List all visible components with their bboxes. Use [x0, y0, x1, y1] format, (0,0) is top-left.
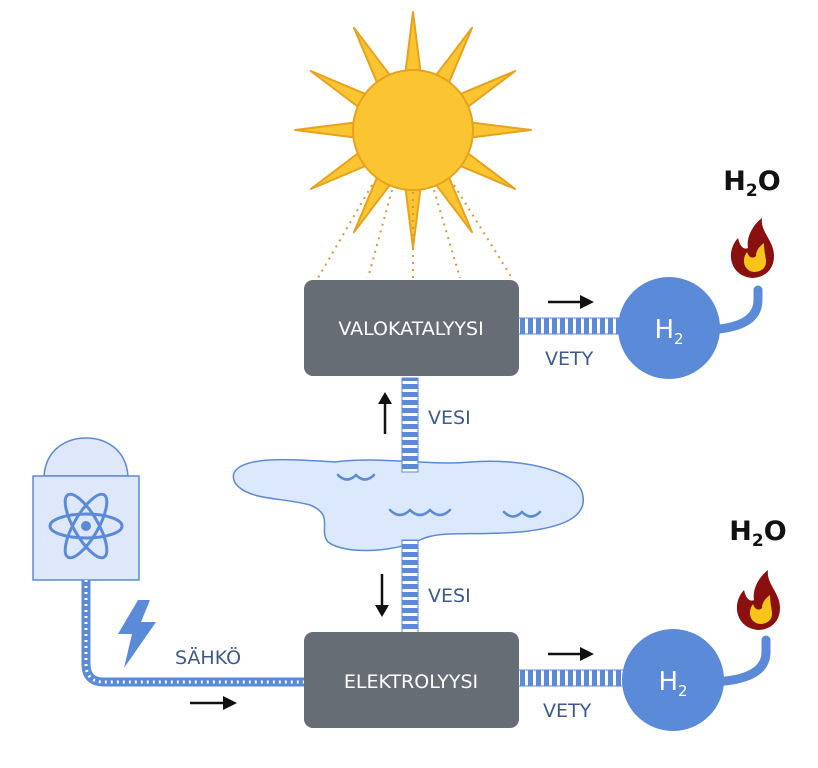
hydrogen-top-label: VETY — [545, 348, 594, 370]
hydrogen-tank-top: H2 — [618, 277, 763, 379]
arrow-icon — [375, 574, 389, 617]
light-beam — [367, 189, 393, 279]
nuclear-plant-icon — [32, 437, 140, 581]
arrow-icon — [548, 295, 594, 309]
flame-icon — [736, 570, 780, 630]
photocatalysis-box: VALOKATALYYSI — [304, 280, 519, 376]
atom-icon — [48, 492, 124, 560]
wave — [336, 473, 376, 481]
hydrogen-symbol: H2 — [658, 667, 687, 700]
sun-ray — [403, 11, 423, 80]
arrow-icon — [190, 696, 237, 710]
sun-ray — [463, 120, 532, 140]
electrolysis-box: ELEKTROLYYSI — [304, 632, 519, 728]
water-down-label: VESI — [428, 585, 471, 607]
hydrogen-bottom-label: VETY — [543, 700, 592, 722]
water-pipe-down — [401, 539, 419, 635]
hydrogen-pipe-bottom — [517, 669, 625, 687]
water-product-top: H2O — [723, 166, 780, 201]
arrow-icon — [548, 647, 594, 661]
lightning-icon — [118, 600, 156, 668]
water-up-label: VESI — [428, 407, 471, 429]
wave — [388, 508, 452, 517]
photocatalysis-label: VALOKATALYYSI — [338, 318, 483, 340]
flame-icon — [730, 218, 774, 278]
water-product-bottom: H2O — [729, 516, 786, 551]
hydrogen-symbol: H2 — [654, 315, 683, 348]
light-beam — [433, 189, 461, 279]
sun-ray — [294, 120, 363, 140]
reactor-dome — [43, 437, 129, 477]
sun-disc — [352, 69, 474, 191]
water-pool — [232, 458, 585, 552]
light-beams — [317, 184, 513, 279]
wave — [502, 510, 542, 518]
electrolysis-label: ELEKTROLYYSI — [344, 671, 478, 693]
light-beam — [453, 184, 513, 279]
hydrogen-tank-bottom: H2 — [622, 629, 771, 731]
electricity-cable-dots — [84, 580, 304, 684]
water-waves — [336, 473, 542, 518]
water-pipe-up — [401, 377, 419, 473]
water-pool-icon — [232, 458, 585, 552]
arrow-icon — [378, 392, 392, 434]
electricity-label: SÄHKÖ — [175, 646, 241, 669]
light-beam — [317, 184, 373, 279]
hydrogen-pipe-top — [517, 317, 625, 335]
sun-icon — [294, 11, 532, 249]
